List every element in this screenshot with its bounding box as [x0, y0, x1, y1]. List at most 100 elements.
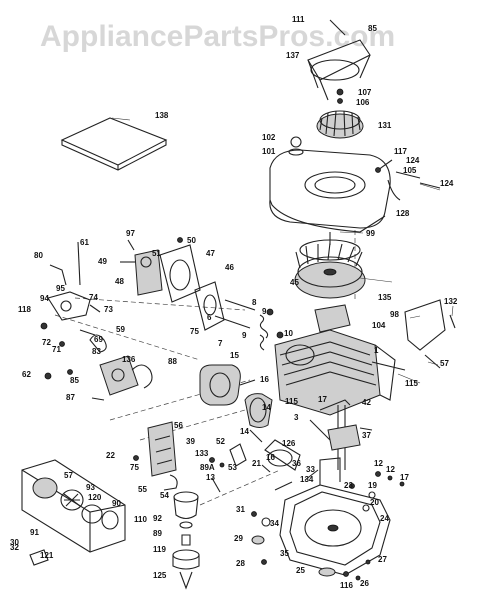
- callout-label: 30: [10, 538, 19, 547]
- callout-label: 27: [378, 555, 387, 564]
- callout-label: 136: [122, 355, 136, 364]
- callout-label: 23: [344, 481, 353, 490]
- fuel-bracket: [133, 421, 178, 491]
- callout-label: 99: [366, 229, 375, 238]
- callout-label: 138: [155, 111, 169, 120]
- governor-parts: [44, 329, 153, 401]
- callout-label: 33: [306, 465, 315, 474]
- callout-label: 22: [106, 451, 115, 460]
- callout-label: 8: [252, 298, 257, 307]
- callout-label: 89A: [200, 463, 215, 472]
- callout-label: 115: [405, 379, 418, 388]
- callout-label: 31: [236, 505, 245, 514]
- piston-connecting-rod: [209, 429, 301, 493]
- callout-label: 49: [98, 257, 107, 266]
- callout-label: 51: [152, 249, 161, 258]
- callout-label: 69: [94, 335, 103, 344]
- blower-housing: [269, 136, 391, 233]
- callout-label: 132: [444, 297, 458, 306]
- callout-label: 17: [400, 473, 409, 482]
- air-cleaner-housing: [21, 459, 126, 553]
- callout-label: 87: [66, 393, 75, 402]
- callout-label: 34: [270, 519, 279, 528]
- callout-label: 125: [153, 571, 167, 580]
- callout-label: 80: [34, 251, 43, 260]
- callout-label: 131: [378, 121, 392, 130]
- callout-label: 93: [86, 483, 95, 492]
- callout-label: 94: [40, 294, 49, 303]
- callout-label: 13: [206, 473, 215, 482]
- callout-label: 111: [292, 15, 305, 24]
- carburetor: [120, 237, 183, 296]
- exhaust-shield: [244, 393, 273, 428]
- callout-label: 14: [262, 403, 271, 412]
- primer-assembly: [172, 491, 200, 590]
- callout-label: 90: [112, 499, 121, 508]
- callout-label: 126: [282, 439, 296, 448]
- callout-label: 135: [378, 293, 392, 302]
- callout-label: 61: [80, 238, 89, 247]
- callout-label: 92: [153, 514, 162, 523]
- callout-label: 24: [380, 514, 389, 523]
- callout-label: 21: [252, 459, 261, 468]
- callout-label: 73: [104, 305, 113, 314]
- intake-gaskets: [159, 244, 225, 331]
- callout-label: 54: [160, 491, 169, 500]
- callout-label: 116: [340, 581, 353, 590]
- callout-label: 15: [230, 351, 239, 360]
- callout-label: 29: [234, 534, 243, 543]
- callout-label: 14: [240, 427, 249, 436]
- callout-label: 101: [262, 147, 276, 156]
- callout-label: 91: [30, 528, 39, 537]
- callout-label: 17: [318, 395, 327, 404]
- valve-train: [214, 299, 284, 351]
- starter-gear: [316, 88, 364, 139]
- callout-label: 98: [390, 310, 399, 319]
- ignition-parts: [314, 299, 456, 369]
- callout-label: 1: [374, 346, 379, 355]
- callout-label: 102: [262, 133, 276, 142]
- callout-label: 119: [153, 545, 166, 554]
- callout-label: 9: [242, 331, 247, 340]
- callout-label: 105: [403, 166, 417, 175]
- leader-lines: [111, 117, 454, 384]
- callout-label: 56: [174, 421, 183, 430]
- housing-hardware: [375, 159, 441, 201]
- callout-label: 83: [92, 347, 101, 356]
- callout-label: 59: [116, 325, 125, 334]
- callout-label: 97: [126, 229, 135, 238]
- callout-label: 95: [56, 284, 65, 293]
- callout-label: 57: [440, 359, 449, 368]
- callout-label: 85: [368, 24, 377, 33]
- callout-label: 107: [358, 88, 372, 97]
- callout-label: 28: [236, 559, 245, 568]
- callout-label: 9: [262, 307, 267, 316]
- callout-label: 36: [292, 459, 301, 468]
- callout-label: 74: [89, 293, 98, 302]
- callout-label: 75: [130, 463, 139, 472]
- callout-label: 39: [186, 437, 195, 446]
- callout-label: 55: [138, 485, 147, 494]
- small-spacer: [29, 549, 49, 566]
- callout-label: 106: [356, 98, 370, 107]
- callout-label: 137: [286, 51, 300, 60]
- callout-label: 120: [88, 493, 102, 502]
- callout-label: 110: [134, 515, 147, 524]
- callout-label: 20: [370, 498, 379, 507]
- callout-label: 50: [187, 236, 196, 245]
- callout-label: 16: [266, 453, 275, 462]
- callout-label: 25: [296, 566, 305, 575]
- top-cover-assembly: [307, 19, 371, 101]
- callout-label: 118: [18, 305, 31, 314]
- callout-label: 57: [64, 471, 73, 480]
- callout-label: 35: [280, 549, 289, 558]
- callout-label: 75: [190, 327, 199, 336]
- callout-label: 42: [362, 398, 371, 407]
- callout-label: 117: [394, 147, 407, 156]
- callout-label: 19: [368, 481, 377, 490]
- callout-label: 53: [228, 463, 237, 472]
- callout-label: 46: [225, 263, 234, 272]
